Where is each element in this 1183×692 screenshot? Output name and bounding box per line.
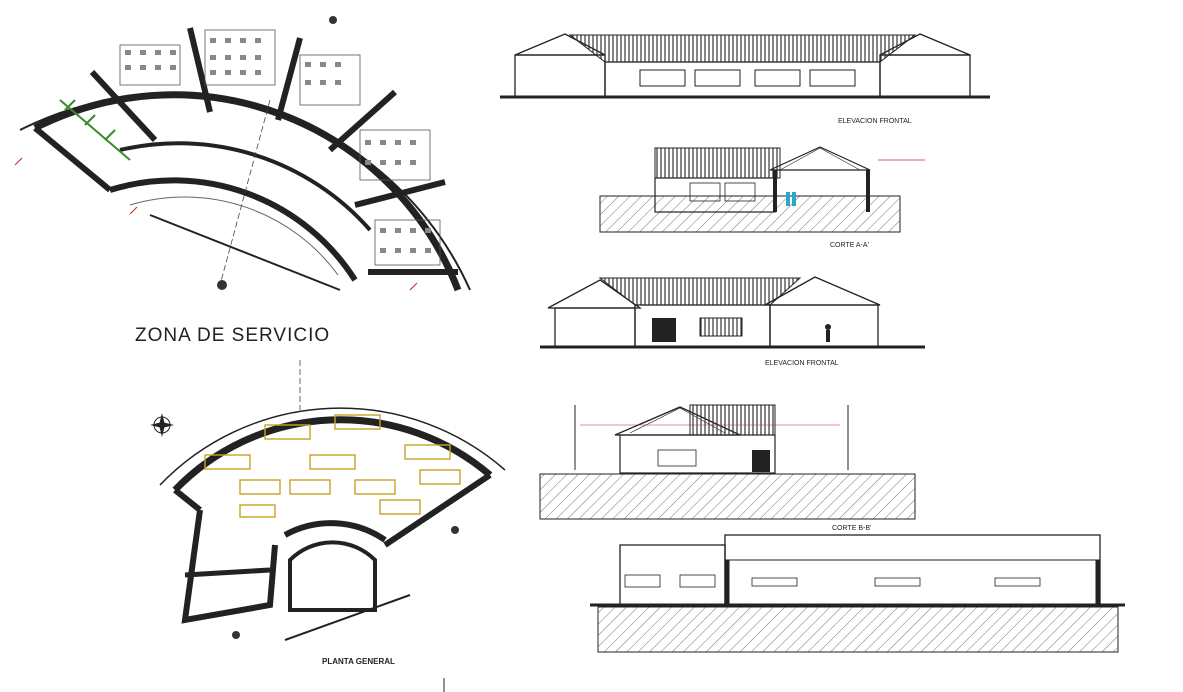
- section-corte-bb: [539, 404, 916, 520]
- section-long: [590, 534, 1125, 653]
- elevation-frontal-1: [500, 33, 990, 99]
- label-corte-aa: CORTE A-A': [830, 242, 869, 249]
- plan-planta-general: [150, 360, 506, 641]
- person-silhouette-icon: [825, 324, 831, 342]
- elevation-frontal-2: [540, 276, 925, 349]
- label-elevacion-frontal-1: ELEVACION FRONTAL: [838, 118, 912, 125]
- tree-symbol-icon: [217, 280, 227, 290]
- title-zona-servicio: ZONA DE SERVICIO: [135, 325, 330, 346]
- label-elevacion-frontal-2: ELEVACION FRONTAL: [765, 360, 839, 367]
- planter-area: [59, 99, 131, 161]
- plan-zona-servicio: [14, 16, 471, 292]
- section-corte-aa: [599, 146, 925, 233]
- label-corte-bb: CORTE B-B': [832, 525, 871, 532]
- title-planta-general: PLANTA GENERAL: [322, 657, 395, 666]
- compass-rose-icon: [150, 413, 174, 437]
